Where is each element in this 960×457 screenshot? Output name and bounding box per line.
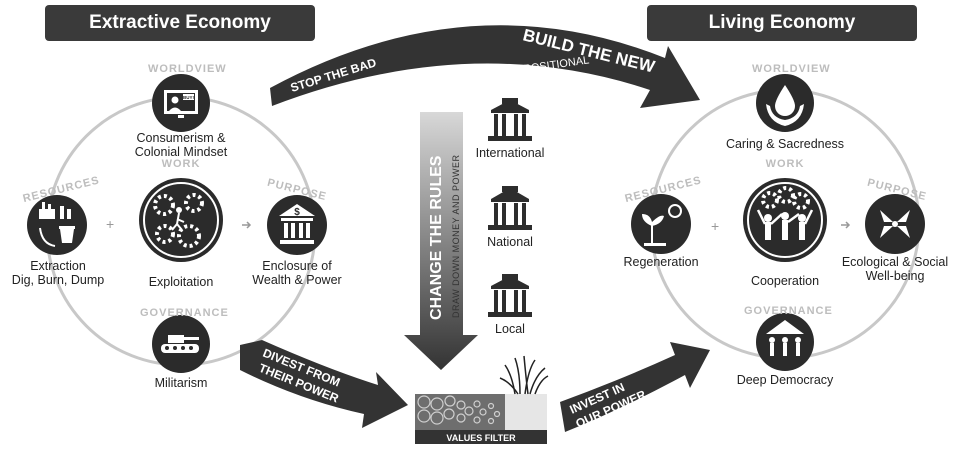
left-plus-sign: +	[106, 216, 115, 232]
left-small-arrow-icon	[242, 221, 252, 229]
right-governance-caption: GOVERNANCE	[744, 305, 833, 317]
right-worldview-label: Caring & Sacredness	[725, 137, 845, 151]
sprout-regeneration-icon	[631, 194, 691, 254]
invest-arrow: INVEST IN OUR POWER FEED & GROW	[560, 342, 710, 443]
change-rules-text: CHANGE THE RULES	[428, 155, 445, 320]
right-governance-label: Deep Democracy	[736, 373, 834, 387]
left-governance-caption: GOVERNANCE	[140, 307, 229, 319]
right-resources-label: Regeneration	[623, 255, 699, 269]
level-national-label: National	[487, 235, 533, 249]
level-local-label: Local	[495, 322, 525, 336]
divest-arrow: DIVEST FROM THEIR POWER STARVE & STOP	[240, 340, 408, 428]
svg-text:$: $	[294, 207, 300, 218]
tv-buy-text: BUY!	[183, 95, 195, 100]
left-governance-label: Militarism	[154, 376, 208, 390]
left-work-caption: WORK	[161, 158, 201, 170]
building-international-icon	[488, 98, 532, 141]
change-rules-arrow: CHANGE THE RULES	[404, 112, 478, 370]
top-curved-arrow	[270, 25, 700, 108]
left-worldview-caption: WORLDVIEW	[148, 63, 227, 75]
birds-wellbeing-icon	[865, 194, 925, 254]
right-work-caption: WORK	[765, 158, 805, 170]
tv-consumerism-icon: BUY!	[152, 74, 210, 132]
right-work-label: Cooperation	[750, 274, 820, 288]
left-worldview-label: Consumerism & Colonial Mindset	[134, 131, 228, 159]
hands-water-drop-icon	[756, 74, 814, 132]
left-purpose-label: Enclosure of Wealth & Power	[252, 259, 342, 287]
left-work-label: Exploitation	[148, 275, 214, 289]
building-national-icon	[488, 186, 532, 230]
gears-exploitation-icon	[139, 178, 223, 262]
right-purpose-label: Ecological & Social Well-being	[841, 255, 949, 283]
extractive-economy-header: Extractive Economy	[45, 5, 315, 41]
right-small-arrow-icon	[841, 221, 851, 229]
right-plus-sign: +	[711, 218, 720, 234]
bank-enclosure-icon: $	[267, 195, 327, 255]
living-economy-header: Living Economy	[647, 5, 917, 41]
right-worldview-caption: WORLDVIEW	[752, 63, 831, 75]
factory-extraction-icon	[27, 195, 87, 255]
tank-militarism-icon	[152, 315, 210, 373]
people-gears-cooperation-icon	[743, 178, 827, 262]
draw-down-text: DRAW DOWN MONEY AND POWER	[451, 154, 461, 318]
values-filter-label: VALUES FILTER	[446, 433, 516, 443]
level-international-label: International	[475, 146, 545, 160]
values-filter: VALUES FILTER	[415, 355, 549, 444]
left-resources-label: Extraction Dig, Burn, Dump	[11, 259, 105, 287]
house-democracy-icon	[756, 313, 814, 371]
building-local-icon	[488, 274, 532, 317]
